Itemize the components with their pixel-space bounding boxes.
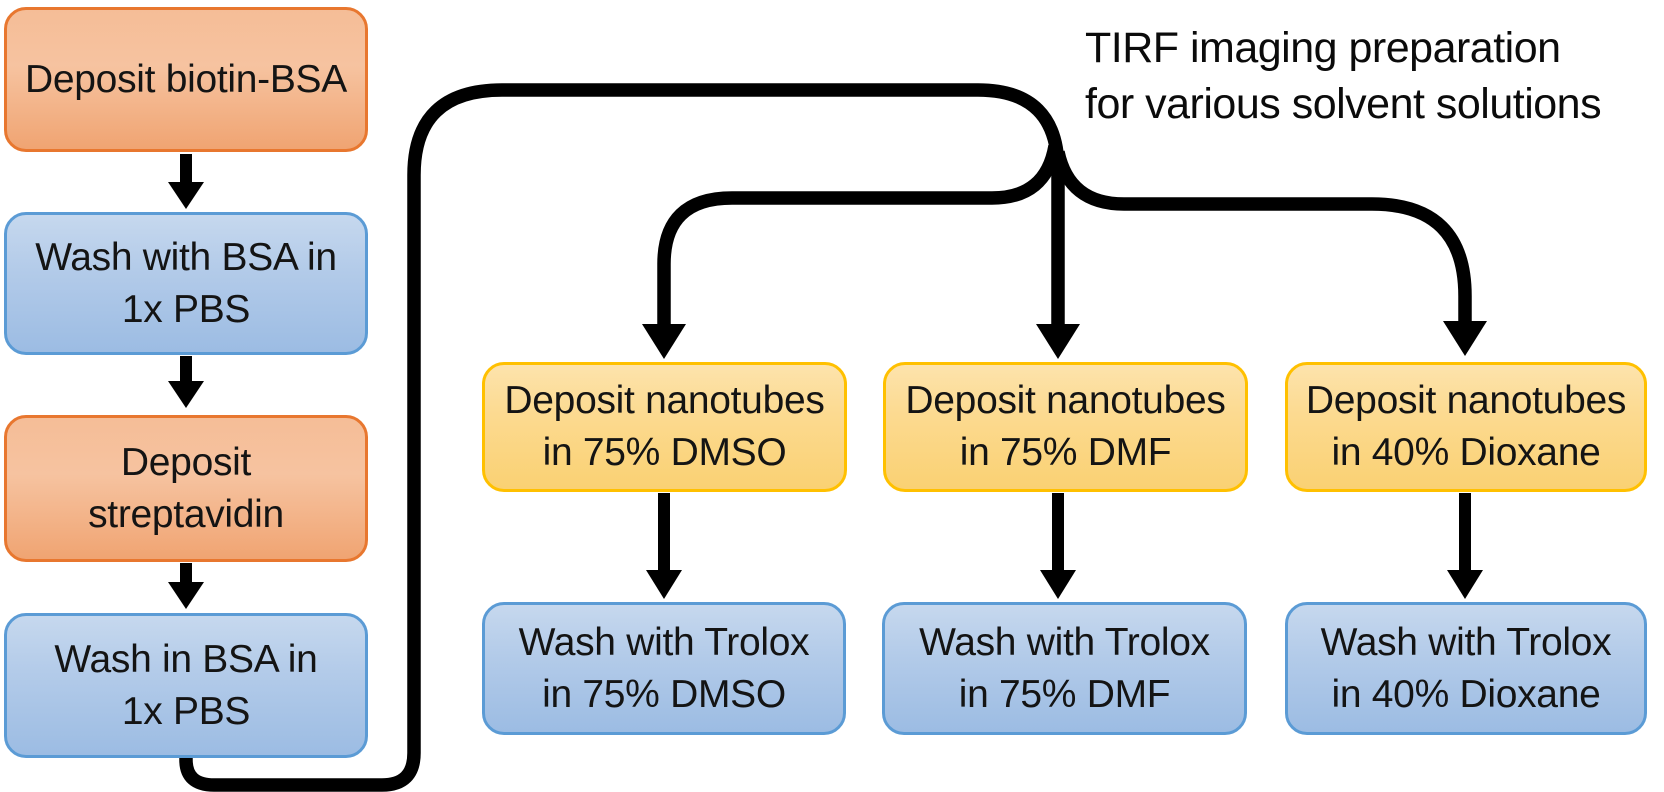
flow-step-wash-trolox-dmf: Wash with Trolox in 75% DMF bbox=[882, 602, 1247, 735]
step-label: 1x PBS bbox=[121, 287, 251, 331]
flow-step-wash-in-bsa-pbs: Wash in BSA in 1x PBS bbox=[4, 613, 368, 758]
connector-branch-dmso bbox=[657, 144, 1062, 330]
step-label: Deposit nanotubes bbox=[504, 379, 825, 423]
flow-step-wash-trolox-dmso: Wash with Trolox in 75% DMSO bbox=[482, 602, 846, 735]
flow-step-deposit-biotin-bsa: Deposit biotin-BSA bbox=[4, 7, 368, 152]
step-label: Deposit nanotubes bbox=[1305, 379, 1627, 423]
arrowhead-branch-dioxane bbox=[1443, 321, 1487, 356]
flow-step-deposit-streptavidin: Deposit streptavidin bbox=[4, 415, 368, 562]
step-label: Wash with BSA in bbox=[35, 235, 337, 279]
diagram-title-line2: for various solvent solutions bbox=[1085, 80, 1602, 128]
diagram-title: TIRF imaging preparation for various sol… bbox=[1085, 20, 1602, 132]
step-label: Wash with Trolox bbox=[1320, 620, 1612, 664]
step-label: streptavidin bbox=[88, 492, 284, 536]
arrowhead-streptavidin-to-wash bbox=[168, 582, 204, 609]
arrowhead-branch-dmso bbox=[642, 324, 686, 359]
step-label: in 40% Dioxane bbox=[1331, 672, 1601, 716]
arrowhead-dmso-to-wash bbox=[646, 570, 682, 599]
step-label: Wash with Trolox bbox=[518, 620, 810, 664]
flow-step-wash-with-bsa-pbs: Wash with BSA in 1x PBS bbox=[4, 212, 368, 355]
step-label: Deposit biotin-BSA bbox=[25, 57, 347, 101]
flow-step-deposit-nanotubes-dmso: Deposit nanotubes in 75% DMSO bbox=[482, 362, 847, 492]
arrowhead-branch-dmf bbox=[1036, 324, 1080, 359]
diagram-title-line1: TIRF imaging preparation bbox=[1085, 24, 1561, 72]
flow-step-deposit-nanotubes-dioxane: Deposit nanotubes in 40% Dioxane bbox=[1285, 362, 1647, 492]
step-label: in 75% DMF bbox=[958, 672, 1171, 716]
step-label: Wash with Trolox bbox=[919, 620, 1210, 664]
step-label: Deposit bbox=[120, 440, 252, 484]
step-label: in 75% DMF bbox=[959, 431, 1172, 474]
arrowhead-wash-to-streptavidin bbox=[168, 381, 204, 408]
step-label: in 40% Dioxane bbox=[1331, 431, 1601, 474]
arrowhead-dmf-to-wash bbox=[1040, 570, 1076, 599]
step-label: 1x PBS bbox=[121, 689, 251, 733]
step-label: Deposit nanotubes bbox=[905, 379, 1226, 423]
step-label: in 75% DMSO bbox=[542, 431, 787, 474]
step-label: Wash in BSA in bbox=[54, 637, 318, 681]
arrowhead-biotin-to-wash bbox=[168, 182, 204, 209]
connector-main-trunk bbox=[179, 83, 1065, 792]
connector-branch-dioxane bbox=[1051, 150, 1472, 326]
flow-step-deposit-nanotubes-dmf: Deposit nanotubes in 75% DMF bbox=[883, 362, 1248, 492]
flow-step-wash-trolox-dioxane: Wash with Trolox in 40% Dioxane bbox=[1285, 602, 1647, 735]
step-label: in 75% DMSO bbox=[542, 672, 786, 716]
arrowhead-dioxane-to-wash bbox=[1447, 570, 1483, 599]
